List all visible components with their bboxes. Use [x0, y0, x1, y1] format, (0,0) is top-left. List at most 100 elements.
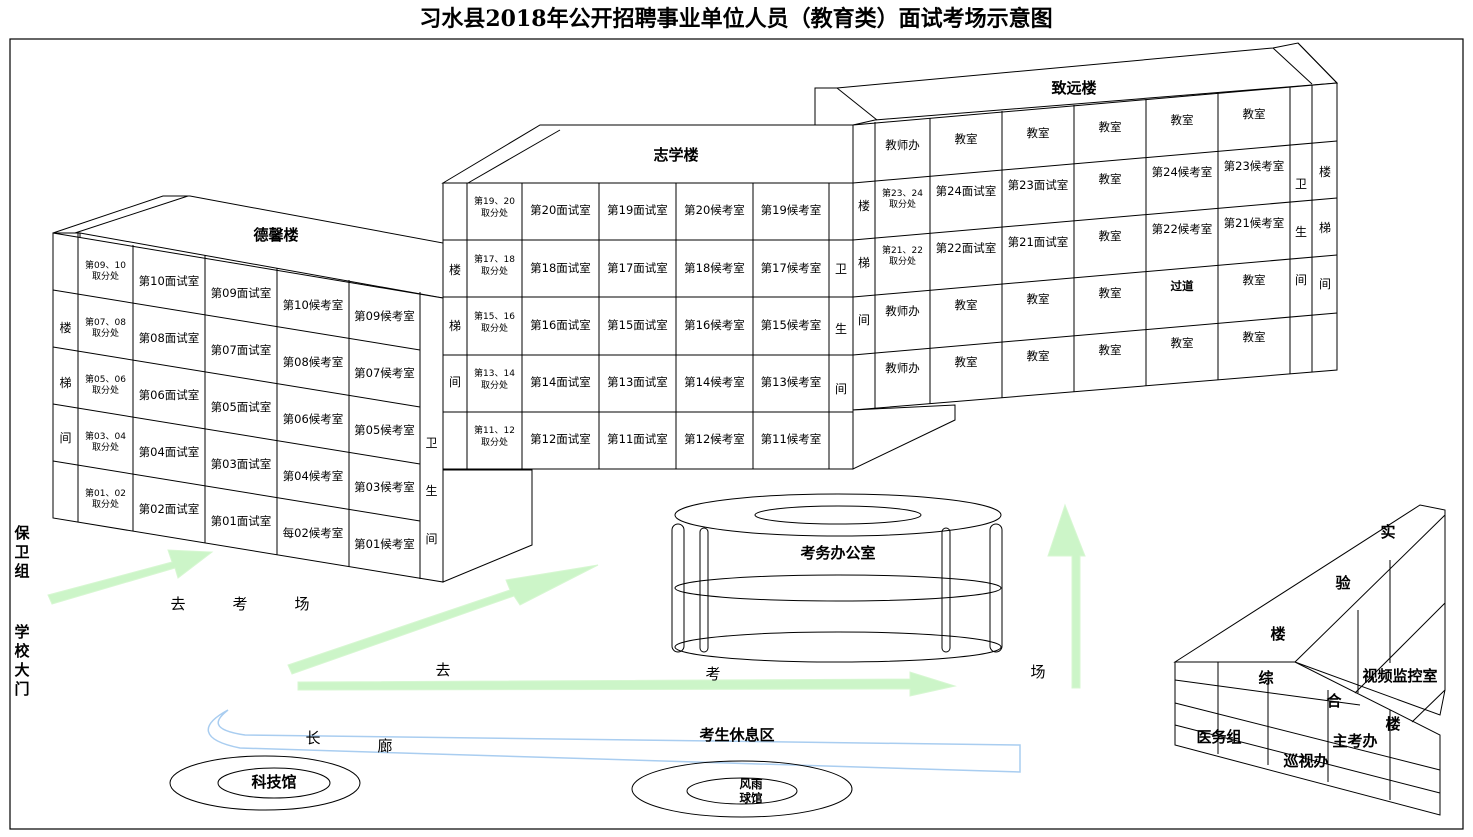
zhixue-room: 第13、14 取分处 [474, 369, 515, 391]
zhixue-building: 志学楼 [441, 124, 854, 470]
zhixue-room: 第20候考室 [684, 203, 745, 217]
lab-char: 楼 [1270, 625, 1286, 643]
dexin-room: 第01、02 取分处 [85, 488, 126, 511]
dexin-wc-label: 间 [425, 532, 438, 546]
arrow-left [47, 549, 214, 605]
to-exam-label: 考 [705, 665, 721, 683]
office-pillar [941, 527, 951, 653]
office-pillar [671, 523, 685, 653]
zhixue-room: 第12面试室 [530, 432, 591, 446]
dexin-grid [52, 233, 421, 579]
zhixue-room: 第19面试室 [607, 203, 668, 217]
dexin-room: 第06候考室 [282, 411, 344, 426]
zhiyuan-room: 第24候考室 [1151, 165, 1213, 180]
zhiyuan-room: 教室 [1098, 228, 1122, 243]
dexin-stair-label: 梯 [59, 376, 72, 390]
zhixue-front [442, 182, 854, 470]
to-exam-label: 场 [1030, 663, 1046, 681]
zhixue-room: 第14面试室 [530, 375, 591, 389]
zhiyuan-room: 第24面试室 [935, 184, 997, 199]
zhiyuan-wc-label: 卫 [1294, 177, 1307, 191]
zhiyuan-room: 教室 [1170, 336, 1194, 351]
dexin-room: 第01候考室 [354, 537, 415, 552]
zhiyuan-room: 第21候考室 [1223, 216, 1285, 231]
dexin-name: 德馨楼 [253, 226, 298, 244]
zhiyuan-room: 教室 [1242, 330, 1266, 345]
zhixue-room: 第13候考室 [760, 375, 822, 389]
to-exam-label: 考 [232, 595, 248, 613]
zhiyuan-room: 教室 [954, 132, 978, 147]
guard-label: 组 [14, 562, 30, 580]
zhiyuan-room: 教室 [1098, 171, 1122, 186]
zhixue-room: 第18面试室 [530, 261, 591, 275]
zonghe-front [1174, 661, 1441, 816]
zhiyuan-room: 教室 [1098, 285, 1122, 300]
zhixue-room: 第12候考室 [684, 432, 745, 446]
zhixue-room: 第13面试室 [607, 375, 668, 389]
zhixue-room: 第15、16 取分处 [474, 312, 515, 334]
medical-group: 医务组 [1196, 728, 1242, 746]
dexin-room: 第03候考室 [354, 480, 415, 495]
zhiyuan-room: 教室 [1170, 113, 1194, 128]
zhiyuan-room: 教室 [1026, 348, 1050, 363]
zhixue-room: 第19候考室 [760, 203, 822, 217]
arrow-bottom [297, 671, 957, 697]
dexin-wc-label: 卫 [425, 436, 438, 450]
zhiyuan-room: 教室 [1098, 342, 1122, 357]
zhiyuan-room: 第21面试室 [1007, 234, 1069, 249]
corridor-label: 廊 [377, 737, 393, 755]
office-pillar [699, 527, 709, 653]
zhiyuan-wc-label: 生 [1294, 225, 1307, 239]
ball-hall-outer [631, 760, 853, 818]
ball-hall [631, 760, 853, 818]
office-mid [674, 574, 1002, 602]
zhiyuan-stair-left-label: 间 [857, 313, 870, 327]
dexin-room: 第05候考室 [354, 423, 415, 438]
office-bottom [674, 631, 1002, 663]
dexin-room: 第10面试室 [138, 273, 200, 288]
ball-hall-label: 风雨 [739, 777, 763, 791]
dexin-room: 第07、08 取分处 [85, 317, 126, 340]
zhiyuan-front [852, 82, 1338, 411]
lab-char: 验 [1335, 574, 1351, 592]
zhiyuan-room: 教室 [954, 298, 978, 313]
arrow-middle-diagonal [287, 564, 599, 675]
zhiyuan-room: 教师办 [885, 303, 920, 318]
guard-label: 保 [14, 524, 30, 542]
zhiyuan-stair-right-label: 楼 [1318, 165, 1331, 179]
zhiyuan-lower [852, 404, 956, 470]
zhiyuan-building: 致远楼 [814, 42, 1339, 470]
gate-label: 门 [14, 680, 30, 698]
zhiyuan-room: 教室 [1026, 291, 1050, 306]
rest-area-label: 考生休息区 [699, 726, 775, 744]
dexin-room: 第08面试室 [138, 330, 200, 345]
zonghe-char: 楼 [1385, 715, 1401, 733]
dexin-stair-label: 间 [59, 431, 72, 445]
lab-char: 实 [1380, 523, 1396, 541]
zhiyuan-room: 第22面试室 [935, 241, 997, 256]
zhixue-stair-label: 间 [448, 375, 461, 389]
zhixue-room: 第17面试室 [607, 261, 668, 275]
zhixue-wc-label: 生 [834, 322, 847, 336]
dexin-room: 第07面试室 [210, 342, 272, 357]
arrow-up [1047, 503, 1086, 689]
page-title: 习水县2018年公开招聘事业单位人员（教育类）面试考场示意图 [419, 6, 1052, 32]
zhixue-room: 第11、12 取分处 [474, 426, 515, 448]
dexin-room: 第07候考室 [354, 366, 415, 381]
zhiyuan-room: 教室 [1242, 273, 1266, 288]
office-top-inner [754, 505, 922, 525]
dexin-stair-label: 楼 [59, 321, 72, 335]
ball-hall-label: 球馆 [739, 791, 763, 805]
dexin-wc-label: 生 [425, 484, 438, 498]
zhixue-wc-label: 卫 [834, 262, 847, 276]
zhiyuan-room: 第21、22 取分处 [882, 245, 923, 268]
zhixue-room: 第16候考室 [684, 318, 745, 332]
ball-hall-inner [686, 777, 798, 805]
to-exam-label: 去 [170, 595, 186, 613]
zhixue-room: 第19、20 取分处 [474, 197, 515, 219]
zhiyuan-room: 教室 [954, 355, 978, 370]
zhiyuan-name: 致远楼 [1051, 79, 1096, 97]
to-exam-label: 去 [435, 661, 451, 679]
route-arrows [47, 503, 1086, 697]
